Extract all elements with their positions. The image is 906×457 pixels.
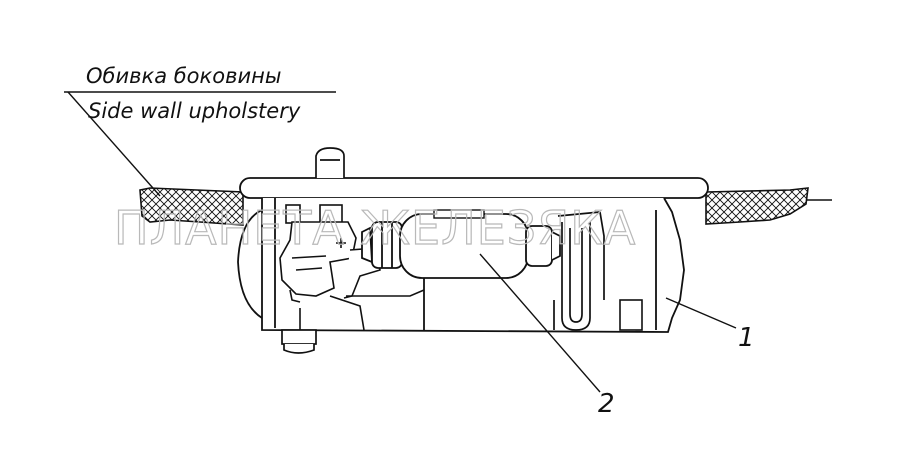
callout-2-leader — [479, 253, 601, 393]
callout-1-number: 1 — [738, 323, 755, 353]
switch-knob — [315, 147, 345, 178]
callout-1-leader — [665, 297, 737, 329]
contact-clip — [553, 211, 605, 331]
upholstery-leader-line — [67, 91, 161, 197]
mounting-stud — [281, 329, 317, 354]
upholstery-left — [139, 187, 244, 226]
terminal-block — [619, 299, 643, 331]
callout-2-number: 2 — [598, 389, 615, 419]
switch-mechanism — [279, 204, 425, 331]
upholstery-right — [705, 187, 809, 225]
watermark-text: ПЛАНЕТА ЖЕЛЕЗЯКА — [114, 201, 636, 255]
lamp-bulb — [361, 213, 561, 279]
upholstery-label-en: Side wall upholstery — [88, 99, 301, 123]
upholstery-label-ru: Обивка боковины — [86, 64, 281, 88]
